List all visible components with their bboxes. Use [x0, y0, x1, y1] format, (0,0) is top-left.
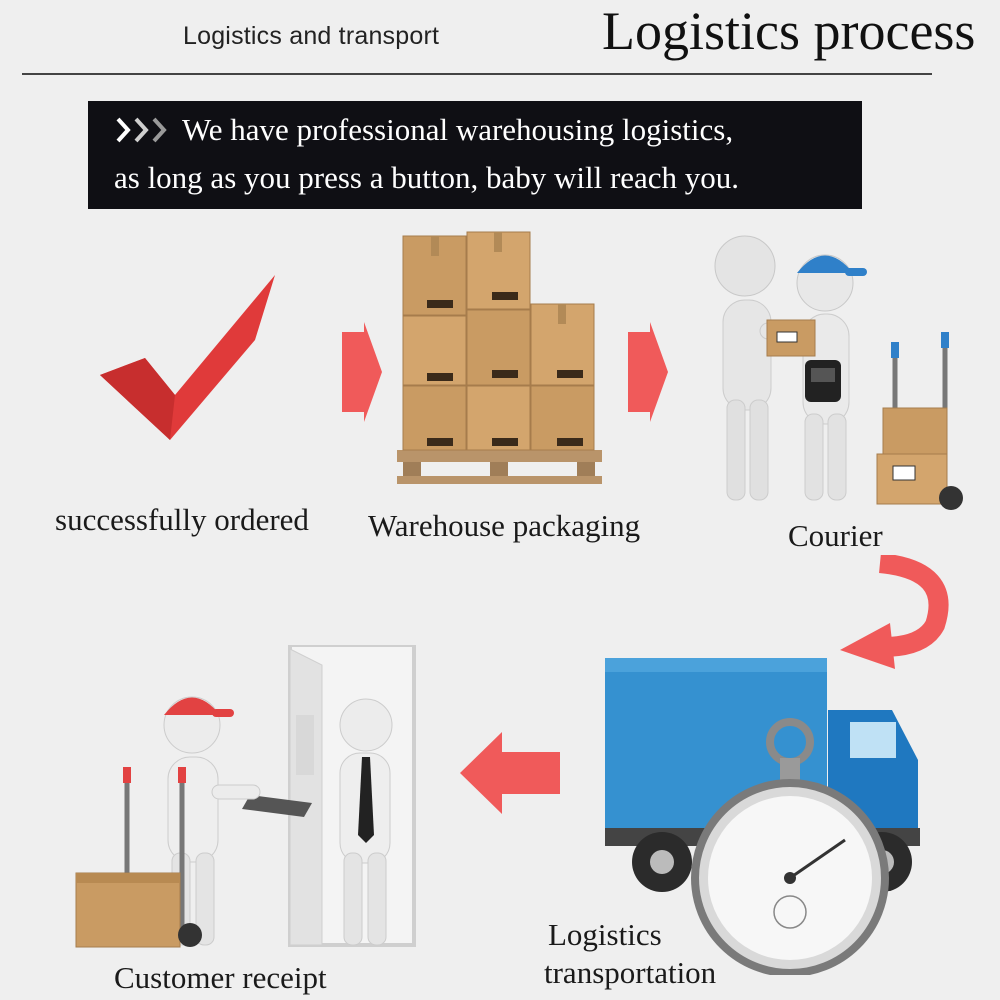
step-label-courier: Courier	[788, 518, 883, 553]
arrow-left-icon	[460, 732, 560, 814]
banner-line-2: as long as you press a button, baby will…	[114, 160, 740, 195]
promo-banner: We have professional warehousing logisti…	[88, 101, 862, 209]
curved-arrow-icon	[840, 555, 949, 669]
header-divider	[22, 73, 932, 75]
boxes-icon	[397, 231, 602, 484]
page-title: Logistics process	[602, 1, 976, 61]
delivery-icon	[75, 645, 416, 948]
arrow-right-icon	[342, 322, 382, 422]
step-label-logistics: Logistics transportation	[544, 916, 716, 992]
courier-icon	[714, 235, 963, 510]
step-label-receipt: Customer receipt	[114, 960, 327, 995]
arrow-right-icon	[628, 322, 668, 422]
page-subtitle: Logistics and transport	[183, 22, 440, 50]
step-label-warehouse: Warehouse packaging	[368, 508, 641, 543]
step-label-logistics-line2: transportation	[544, 955, 717, 990]
checkmark-icon	[100, 275, 275, 440]
banner-line-1: We have professional warehousing logisti…	[182, 112, 734, 147]
triple-chevron-icon	[116, 117, 167, 143]
step-label-ordered: successfully ordered	[55, 502, 309, 537]
truck-icon	[605, 658, 920, 975]
step-label-logistics-line1: Logistics	[548, 917, 662, 952]
